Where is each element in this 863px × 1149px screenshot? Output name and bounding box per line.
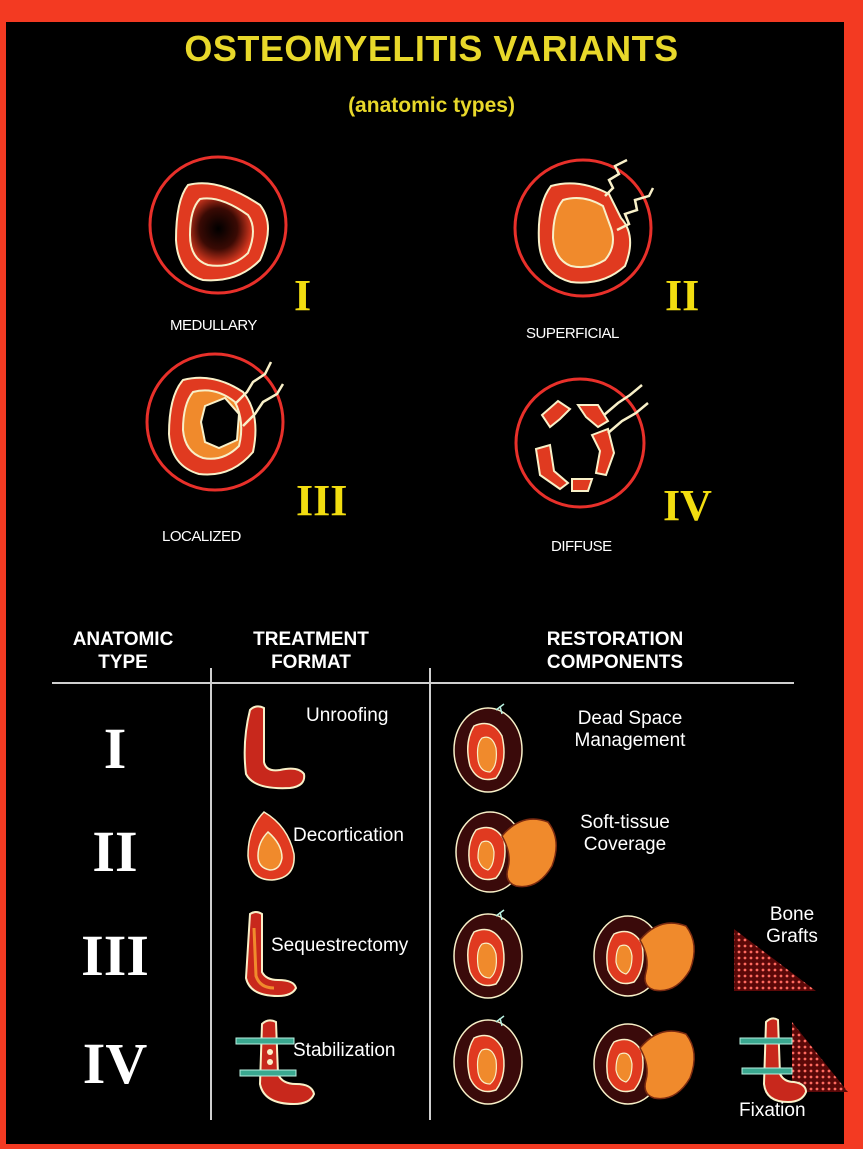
decortication-bone-icon (242, 808, 302, 888)
variant-numeral-i: I (294, 270, 311, 321)
variant-numeral-iv: IV (663, 480, 712, 531)
page-title: OSTEOMYELITIS VARIANTS (0, 28, 863, 70)
label-dead-space-management: Dead Space Management (560, 708, 700, 752)
variant-numeral-ii: II (665, 270, 699, 321)
row-type-iii: III (20, 922, 210, 989)
table-header-divider (52, 682, 794, 684)
dead-space-bone-icon-row-1 (452, 700, 532, 795)
header-anatomic-type: ANATOMIC TYPE (48, 628, 198, 674)
variant-label-localized: LOCALIZED (162, 528, 241, 545)
page-subtitle: (anatomic types) (0, 94, 863, 118)
treatment-label-unroofing: Unroofing (306, 705, 388, 727)
treatment-label-stabilization: Stabilization (293, 1040, 395, 1062)
header-restoration-components: RESTORATION COMPONENTS (500, 628, 730, 674)
treatment-label-sequestrectomy: Sequestrectomy (271, 935, 408, 957)
treatment-label-decortication: Decortication (293, 825, 404, 847)
row-type-iv: IV (20, 1030, 210, 1097)
fixation-icon (736, 1012, 816, 1107)
label-fixation: Fixation (739, 1100, 806, 1122)
dead-space-bone-icon-row-3 (452, 906, 532, 1001)
variant-localized-diagram (143, 352, 303, 502)
row-type-ii: II (20, 818, 210, 885)
variant-superficial-diagram (513, 158, 673, 308)
variant-medullary-diagram (148, 155, 298, 305)
dead-space-bone-icon-row-4 (452, 1012, 532, 1107)
soft-tissue-flap-icon-row-3 (590, 910, 700, 1000)
table-column-divider-2 (429, 668, 431, 1120)
table-column-divider-1 (210, 668, 212, 1120)
soft-tissue-flap-icon-row-2 (452, 806, 562, 896)
label-bone-grafts: Bone Grafts (752, 904, 832, 948)
row-type-i: I (20, 715, 210, 782)
variant-label-superficial: SUPERFICIAL (526, 325, 619, 342)
variant-numeral-iii: III (296, 475, 347, 526)
variant-label-medullary: MEDULLARY (170, 317, 257, 334)
variant-label-diffuse: DIFFUSE (551, 538, 612, 555)
label-soft-tissue-coverage: Soft-tissue Coverage (570, 812, 680, 856)
unroofing-bone-icon (240, 702, 310, 792)
soft-tissue-flap-icon-row-4 (590, 1018, 700, 1108)
variant-diffuse-diagram (508, 375, 668, 525)
header-treatment-format: TREATMENT FORMAT (226, 628, 396, 674)
